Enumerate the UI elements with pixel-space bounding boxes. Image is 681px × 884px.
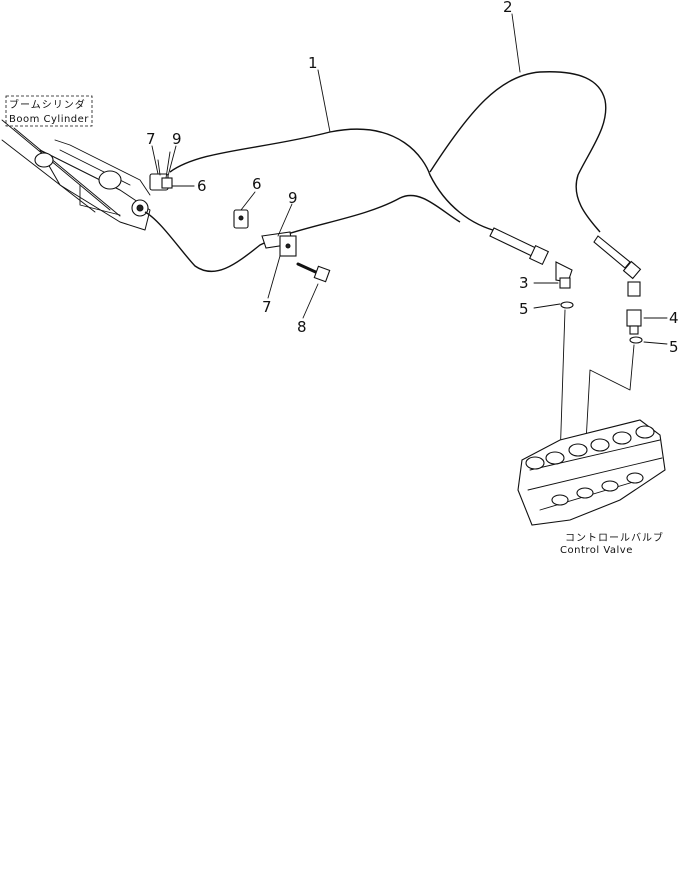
valve-spool-caps <box>525 425 655 506</box>
callout-5-left: 5 <box>519 300 529 318</box>
callout-9-upper: 9 <box>172 130 182 148</box>
callout-7-upper: 7 <box>146 130 156 148</box>
callout-7-lower: 7 <box>262 298 272 316</box>
elbow-fitting-3 <box>555 261 573 289</box>
callout-8: 8 <box>297 318 307 336</box>
o-ring-5-left <box>560 301 574 309</box>
control-valve-label-jp: コントロールバルブ <box>565 531 664 544</box>
callout-9-lower: 9 <box>288 189 298 207</box>
boom-cylinder-label-en: Boom Cylinder <box>9 114 89 125</box>
o-ring-5-right <box>629 336 643 344</box>
hose-2 <box>429 71 607 233</box>
callout-4: 4 <box>669 309 679 327</box>
callout-5-right: 5 <box>669 338 679 356</box>
valve-connection-lines <box>559 309 635 461</box>
boom-cylinder: ブームシリンダ Boom Cylinder <box>1 95 151 231</box>
hose-end-fitting-left <box>489 227 550 266</box>
callout-2: 2 <box>503 0 513 16</box>
callouts: 1 2 3 4 5 5 6 6 7 7 8 9 9 <box>146 0 679 356</box>
callout-3: 3 <box>519 274 529 292</box>
pipe-clamp-section <box>261 231 297 257</box>
bolt-8 <box>296 262 331 283</box>
hose-end-fitting-right <box>593 235 642 297</box>
hose-1 <box>144 128 501 273</box>
control-valve: コントロールバルブ Control Valve <box>517 419 666 556</box>
connector-4 <box>626 309 642 335</box>
control-valve-label-en: Control Valve <box>560 545 633 556</box>
callout-6-loose: 6 <box>252 175 262 193</box>
callout-6-upper: 6 <box>197 177 207 195</box>
callout-1: 1 <box>308 54 318 72</box>
clamp-6-loose <box>233 209 249 229</box>
leader-lines <box>151 13 668 345</box>
boom-cylinder-label-jp: ブームシリンダ <box>9 98 86 111</box>
